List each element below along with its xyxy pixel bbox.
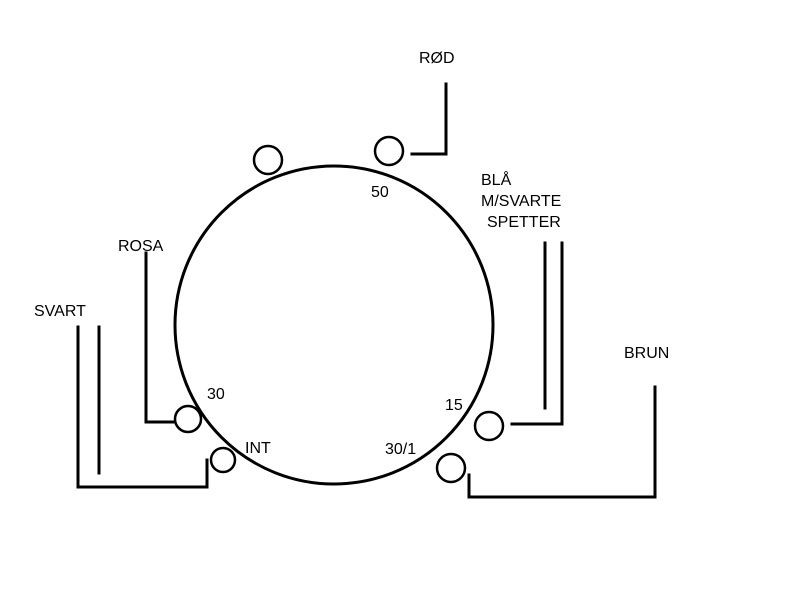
label-bla-line3: SPETTER xyxy=(487,214,561,231)
wire-svart-left xyxy=(76,325,209,489)
label-terminal-15: 15 xyxy=(445,397,463,414)
label-bla-line1: BLÅ xyxy=(481,170,512,189)
wire-rosa xyxy=(144,251,175,424)
label-terminal-50: 50 xyxy=(371,184,389,201)
terminal-30 xyxy=(173,404,203,434)
label-terminal-30-1: 30/1 xyxy=(385,441,416,458)
label-terminal-30: 30 xyxy=(207,386,225,403)
wire-bla-right xyxy=(510,241,564,426)
wire-rod xyxy=(410,82,448,156)
terminal-50 xyxy=(373,135,405,167)
label-terminal-int: INT xyxy=(245,440,271,457)
label-bla-line2: M/SVARTE xyxy=(481,193,561,210)
terminal-30-1 xyxy=(435,452,467,484)
label-svart: SVART xyxy=(34,303,86,320)
wire-brun xyxy=(467,385,657,499)
label-brun: BRUN xyxy=(624,345,669,362)
label-rod: RØD xyxy=(419,50,455,67)
terminal-int xyxy=(209,446,237,474)
switch-body xyxy=(173,164,495,486)
terminal-15 xyxy=(473,410,505,442)
label-rosa: ROSA xyxy=(118,238,164,255)
terminal-top-unlabeled xyxy=(252,144,284,176)
